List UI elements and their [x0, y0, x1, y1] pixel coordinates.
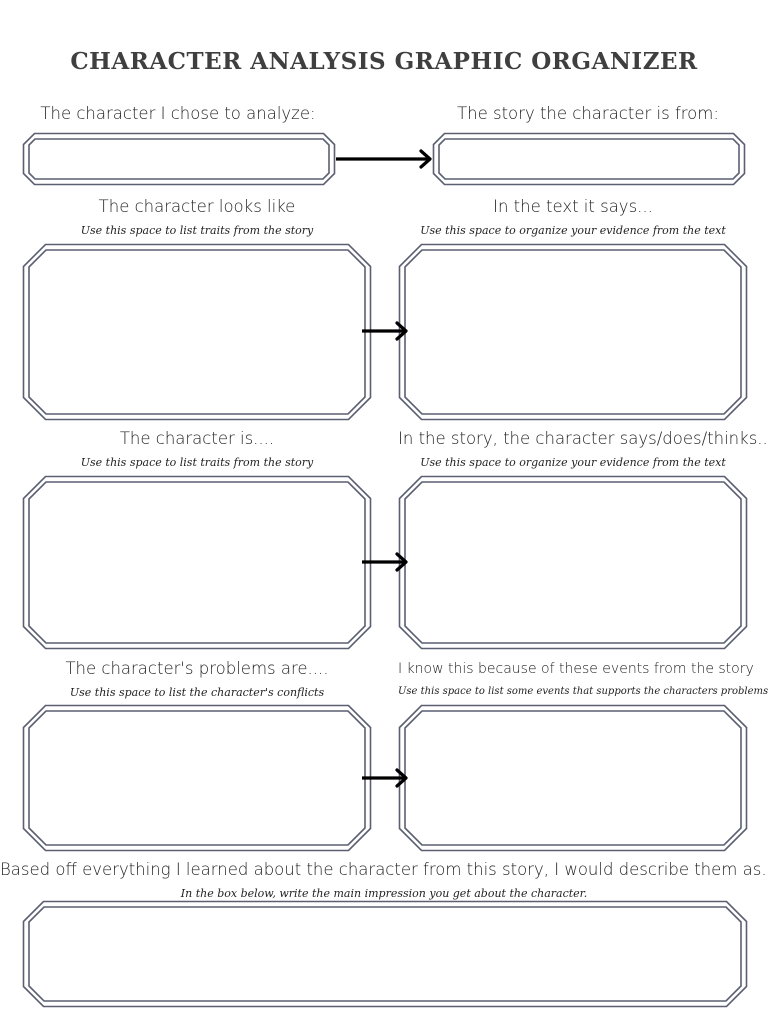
text-says-hint: Use this space to organize your evidence… [420, 224, 726, 237]
problems-label: The character's problems are.... [65, 659, 329, 678]
character-is-hint: Use this space to list traits from the s… [80, 456, 314, 469]
page-title: CHARACTER ANALYSIS GRAPHIC ORGANIZER [70, 48, 698, 75]
impression-hint: In the box below, write the main impress… [180, 887, 588, 900]
arrow-right-icon [362, 767, 408, 789]
looks-like-label: The character looks like [98, 197, 296, 216]
story-title-box[interactable] [432, 132, 746, 186]
says-does-thinks-label: In the story, the character says/does/th… [398, 429, 768, 448]
text-says-label: In the text it says... [493, 197, 653, 216]
text-says-box[interactable] [398, 243, 748, 421]
arrow-right-icon [362, 320, 408, 342]
looks-like-hint: Use this space to list traits from the s… [80, 224, 314, 237]
character-name-label: The character I chose to analyze: [40, 104, 316, 123]
events-label: I know this because of these events from… [398, 661, 754, 677]
looks-like-box[interactable] [22, 243, 372, 421]
arrow-right-icon [336, 147, 432, 171]
events-box[interactable] [398, 704, 748, 852]
events-hint: Use this space to list some events that … [398, 686, 768, 697]
story-title-label: The story the character is from: [457, 104, 719, 123]
arrow-right-icon [362, 551, 408, 573]
character-is-label: The character is.... [119, 429, 275, 448]
impression-label: Based off everything I learned about the… [0, 860, 768, 879]
character-name-box[interactable] [22, 132, 336, 186]
problems-box[interactable] [22, 704, 372, 852]
impression-box[interactable] [22, 900, 748, 1008]
says-does-thinks-box[interactable] [398, 475, 748, 650]
says-does-thinks-hint: Use this space to organize your evidence… [420, 456, 726, 469]
character-is-box[interactable] [22, 475, 372, 650]
problems-hint: Use this space to list the character's c… [69, 686, 325, 699]
